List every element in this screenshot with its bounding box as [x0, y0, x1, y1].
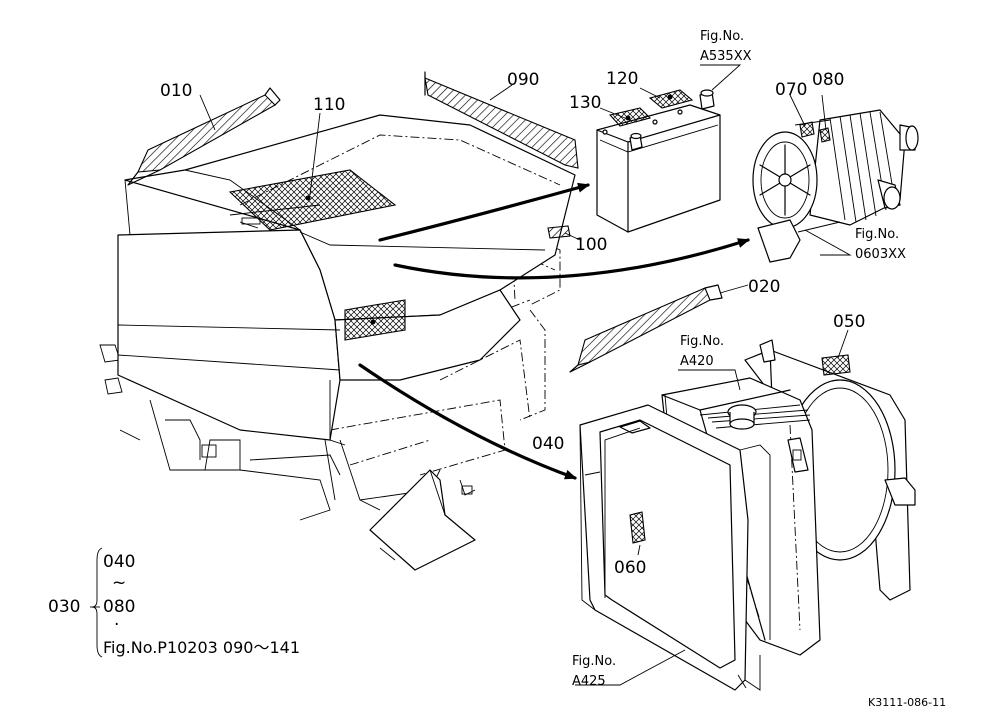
seal-strip-090	[424, 71, 579, 169]
fig-label-frame: Fig.No.	[572, 654, 616, 669]
fig-code-battery: A535XX	[700, 49, 752, 64]
fig-code-radiator: A420	[680, 354, 714, 369]
part-number-070: 070	[775, 80, 807, 100]
fig-label-battery: Fig.No.	[700, 29, 744, 44]
part-number-110: 110	[313, 95, 345, 115]
bonnet	[117, 114, 576, 446]
legend-tilde: ~	[112, 573, 126, 593]
label-100	[547, 225, 571, 239]
label-050	[821, 354, 851, 376]
fig-code-frame: A425	[572, 674, 606, 689]
part-number-020: 020	[748, 277, 780, 297]
part-number-040: 040	[532, 434, 564, 454]
part-number-100: 100	[575, 235, 607, 255]
part-number-090: 090	[507, 70, 539, 90]
fig-label-radiator: Fig.No.	[680, 334, 724, 349]
legend-start: 040	[103, 552, 135, 572]
air-cleaner	[752, 109, 919, 263]
part-number-080: 080	[812, 70, 844, 90]
fig-label-aircleaner: Fig.No.	[855, 227, 899, 242]
legend-reference: Fig.No.P10203 090～141	[103, 638, 300, 657]
seal-strip-020	[569, 284, 723, 373]
assembly-legend: 030 040 ~ 080 · Fig.No.P10203 090～141	[48, 547, 300, 658]
seal-strip-010	[127, 87, 281, 186]
part-number-120: 120	[606, 69, 638, 89]
part-labels: 010 110 090 120 130 070 080 100 020 050 …	[160, 29, 906, 689]
part-number-050: 050	[833, 312, 865, 332]
part-number-030: 030	[48, 597, 80, 617]
battery	[596, 89, 721, 233]
part-number-060: 060	[614, 558, 646, 578]
leader-lines	[199, 64, 852, 686]
drawing-code: K3111-086-11	[868, 696, 946, 709]
front-frame	[579, 404, 771, 691]
legend-end: 080	[103, 597, 135, 617]
part-number-010: 010	[160, 81, 192, 101]
part-number-130: 130	[569, 93, 601, 113]
bottom-bracket	[369, 469, 476, 571]
legend-dot: ·	[114, 615, 119, 635]
assembly-arrows	[358, 182, 750, 480]
fig-code-aircleaner: 0603XX	[855, 247, 906, 262]
